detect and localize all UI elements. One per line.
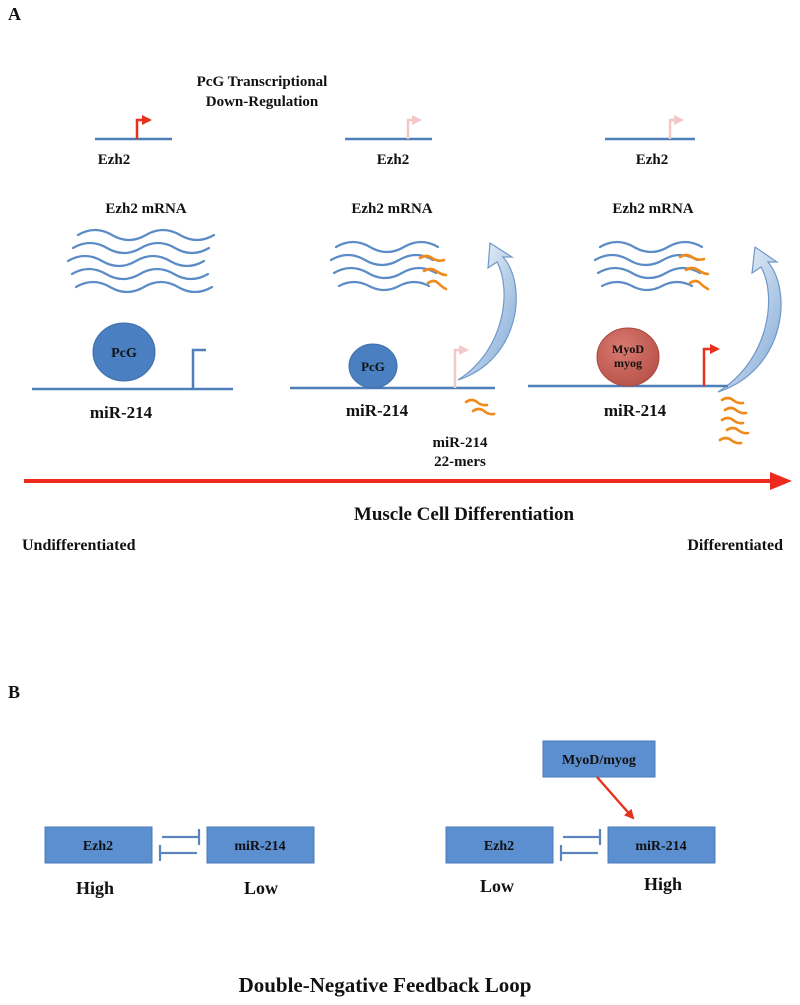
mrna-strands-1 [66,228,216,294]
mrna-label-2: Ezh2 mRNA [351,201,432,217]
promoter-arrow-icon [135,115,152,139]
blocked-promoter-icon [191,348,206,389]
ezh2-gene-2-label: Ezh2 [377,152,410,168]
mir214-level-left: Low [244,878,278,898]
feedback-curve-arrow-1 [457,241,517,381]
panel-b-label: B [8,682,20,702]
pcg-regulation-line1: PcG Transcriptional [197,74,328,90]
mir214-locus-2 [290,343,495,390]
pcg-complex-1 [92,322,156,382]
undifferentiated-label: Undifferentiated [22,537,136,554]
mirna-22mers-line1: miR-214 [433,435,488,451]
pcg-regulation-line2: Down-Regulation [206,94,319,110]
mirna-22mers-1 [464,398,496,416]
myod-label-line1: MyoD [612,342,644,356]
ezh2-box-left-label: Ezh2 [83,839,113,854]
mir214-label-2: miR-214 [346,401,409,420]
mir214-label-1: miR-214 [90,403,153,422]
myod-myog-box-label: MyoD/myog [562,753,636,768]
mirna-22mers-line2: 22-mers [434,454,486,470]
ezh2-gene-1-label: Ezh2 [98,152,131,168]
mrna-strands-2 [329,240,448,292]
ezh2-gene-3 [605,115,695,141]
ezh2-level-left: High [76,878,114,898]
mir214-level-right: High [644,874,682,894]
mir214-box-right [607,826,716,864]
weak-promoter-arrow-icon [453,345,469,388]
ezh2-level-right: Low [480,876,514,896]
mrna-strands-3 [593,240,710,292]
ezh2-gene-3-label: Ezh2 [636,152,669,168]
axis-label: Muscle Cell Differentiation [354,504,575,525]
mir214-locus-3 [528,327,728,388]
pcg-label-2: PcG [361,359,385,374]
differentiated-label: Differentiated [687,537,783,554]
ezh2-box-right [445,826,554,864]
panel-a-label: A [8,4,21,24]
mir214-box-left [206,826,315,864]
mrna-label-3: Ezh2 mRNA [612,201,693,217]
panel-b-title: Double-Negative Feedback Loop [239,973,532,997]
myod-label-line2: myog [614,356,642,370]
weak-promoter-arrow-icon [668,115,684,139]
feedback-curve-arrow-2 [717,245,782,393]
mirna-22mers-2 [718,396,750,445]
active-promoter-arrow-icon [702,344,720,386]
differentiation-axis-arrow [24,472,792,490]
ezh2-gene-2 [345,115,432,141]
pcg-label-1: PcG [111,346,137,361]
mir214-box-left-label: miR-214 [234,839,285,854]
activation-arrow-icon [596,776,635,820]
ezh2-box-left [44,826,153,864]
mir214-locus-1 [32,322,233,391]
mrna-label-1: Ezh2 mRNA [105,201,186,217]
ezh2-box-right-label: Ezh2 [484,839,514,854]
pcg-complex-2 [348,343,398,389]
mir214-box-right-label: miR-214 [635,839,686,854]
loop-left [44,826,315,864]
mir214-label-3: miR-214 [604,401,667,420]
myod-myog-box [542,740,656,778]
loop-right [445,740,716,864]
ezh2-gene-1 [95,115,172,141]
weak-promoter-arrow-icon [406,115,422,139]
myod-myog-complex [596,327,660,387]
